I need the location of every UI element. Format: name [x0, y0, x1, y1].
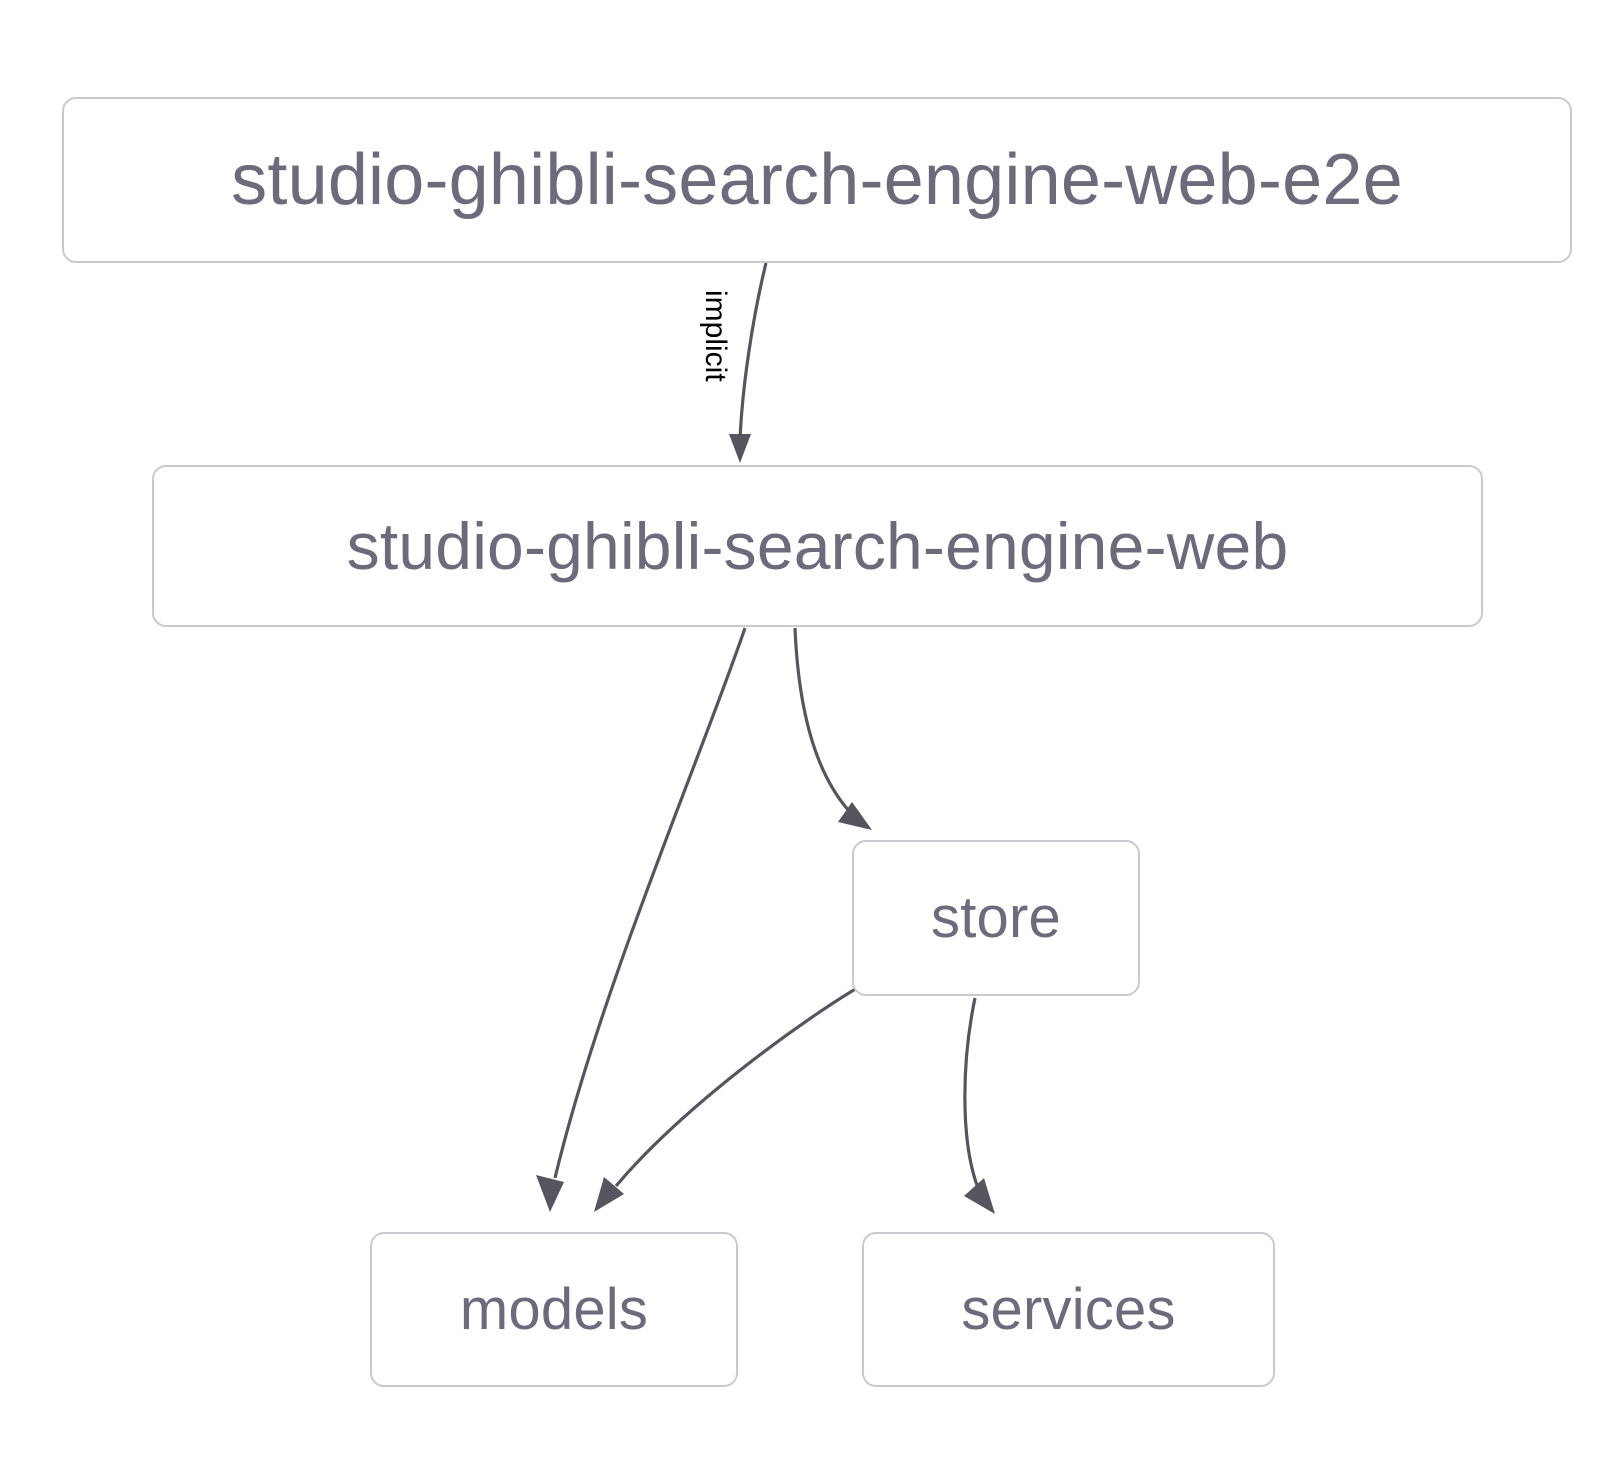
edge-web-to-models — [536, 627, 747, 1212]
edge-arrowhead — [838, 802, 872, 830]
node-services[interactable]: services — [862, 1232, 1275, 1387]
edge-e2e-to-web — [729, 262, 768, 463]
edge-label-implicit: implicit — [699, 290, 822, 382]
node-label: studio-ghibli-search-engine-web-e2e — [231, 140, 1403, 220]
node-studio-ghibli-search-engine-web[interactable]: studio-ghibli-search-engine-web — [152, 465, 1483, 627]
edge-arrowhead — [964, 1178, 995, 1214]
node-models[interactable]: models — [370, 1232, 738, 1387]
edge-web-to-store — [793, 627, 872, 830]
edge-arrowhead — [594, 1177, 624, 1212]
edge-path — [793, 627, 852, 814]
edge-label-text: implicit — [699, 290, 732, 382]
edge-path — [614, 976, 875, 1188]
edge-path — [738, 262, 768, 441]
node-store[interactable]: store — [852, 840, 1140, 996]
node-label: models — [459, 1276, 649, 1342]
edge-store-to-models — [594, 976, 875, 1212]
edge-arrowhead — [536, 1175, 564, 1212]
edge-store-to-services — [963, 997, 995, 1214]
edge-arrowhead — [729, 434, 751, 463]
node-label: studio-ghibli-search-engine-web — [346, 509, 1289, 583]
node-label: store — [931, 885, 1061, 950]
node-studio-ghibli-search-engine-web-e2e[interactable]: studio-ghibli-search-engine-web-e2e — [62, 97, 1572, 263]
node-label: services — [961, 1276, 1176, 1342]
edge-path — [553, 627, 747, 1179]
edge-path — [963, 997, 980, 1189]
